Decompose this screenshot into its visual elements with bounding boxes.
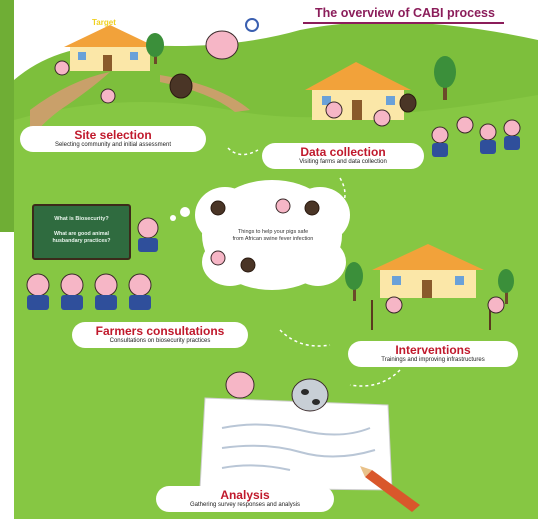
cloud-caption: Things to help your pigs safe from Afric… [232,229,314,242]
pig-characters [26,18,521,412]
step-subtitle: Visiting farms and data collection [299,158,387,165]
chalkboard [32,204,131,260]
step-heading: Interventions [395,343,471,357]
dirt-path [30,72,110,140]
magnifier-icon [245,18,259,32]
pencil [360,466,420,512]
step-subtitle: Selecting community and initial assessme… [54,141,172,148]
paper-sheet [199,397,393,491]
step-subtitle: Consultations on biosecurity practices [109,337,211,344]
house-interventions [371,244,491,330]
board-question-2: What are good animal husbandary practice… [52,231,111,244]
step-heading: Analysis [220,488,270,502]
step-data-collection: Data collection Visiting farms and data … [262,143,424,170]
step-heading: Data collection [300,145,386,159]
page-title: The overview of CABI process [315,6,495,20]
step-interventions: Interventions Trainings and improving in… [348,341,518,368]
title-underline [303,22,504,24]
step-site-selection: Site selection Selecting community and i… [20,126,206,153]
tree [146,33,514,304]
target-label: Target [92,18,116,27]
house-top-left [64,25,156,71]
board-question-1: What is Biosecurity? [54,216,109,222]
step-farmers-consultations: Farmers consultations Consultations on b… [72,322,248,349]
step-heading: Site selection [74,128,152,142]
connector-arrow [227,147,259,156]
step-analysis: Analysis Gathering survey responses and … [156,486,334,513]
step-heading: Farmers consultations [95,324,225,338]
step-subtitle: Gathering survey responses and analysis [189,501,301,508]
step-subtitle: Trainings and improving infrastructures [381,356,485,363]
